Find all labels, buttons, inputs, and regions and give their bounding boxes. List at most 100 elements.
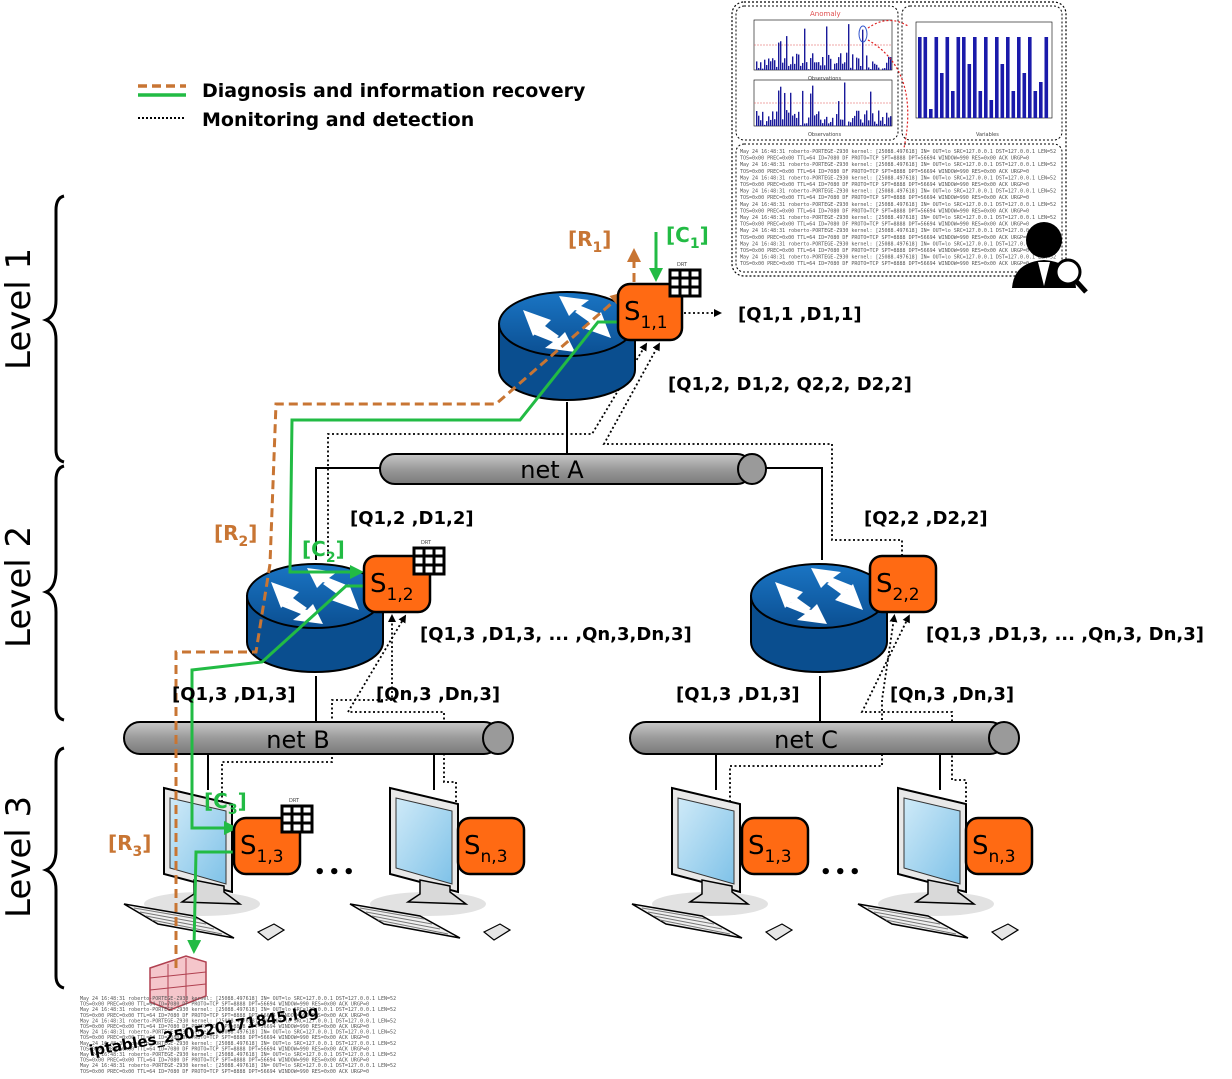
sensor-sn3-net-b[interactable]: Sn,3 [456, 816, 526, 876]
contribution-bar [1006, 37, 1010, 118]
trace-bar [874, 121, 876, 126]
contribution-bar [962, 37, 966, 118]
trace-bar [798, 54, 800, 70]
trace-bar [778, 90, 780, 126]
contribution-bar [1028, 37, 1032, 118]
contribution-bar [984, 37, 988, 118]
trace-bar [836, 114, 838, 126]
sensor-s11[interactable]: S1,1 [616, 282, 684, 342]
svg-text:Sn,3: Sn,3 [972, 831, 1016, 867]
trace-bar [812, 53, 814, 70]
legend-diagnosis-label: Diagnosis and information recovery [202, 80, 586, 102]
trace-bar [872, 61, 874, 70]
trace-bar [878, 67, 880, 70]
trace-bar [890, 57, 892, 70]
diagnosis-bar-chart [915, 21, 1053, 119]
trace-bar [844, 82, 846, 126]
analyst-icon [1012, 222, 1088, 294]
log-line: TOS=0x00 PREC=0x00 TTL=64 ID=7080 DF PRO… [740, 182, 1029, 188]
trace-bar [780, 86, 782, 126]
sensor-s13-net-c[interactable]: S1,3 [740, 816, 810, 876]
trace-bar [876, 123, 878, 126]
trace-bar [876, 64, 878, 70]
stats-label-q22: [Q2,2 ,D2,2] [864, 508, 988, 529]
trace-bar [790, 64, 792, 70]
trace-bar [782, 119, 784, 126]
trace-bar [812, 85, 814, 126]
trace-bar [796, 117, 798, 126]
trace-bar [888, 56, 890, 70]
trace-bar [802, 90, 804, 126]
net-c: net C [629, 721, 1020, 755]
trace-bar [774, 60, 776, 70]
contribution-bar [929, 109, 933, 118]
trace-bar [758, 115, 760, 126]
trace-bar [772, 111, 774, 126]
control-chart-q [753, 79, 893, 127]
trace-bar [828, 123, 830, 126]
stats-label-level1-input: [Q1,2, D1,2, Q2,2, D2,2] [668, 374, 912, 395]
trace-bar [880, 120, 882, 126]
svg-text:Sn,3: Sn,3 [464, 831, 508, 867]
trace-bar [816, 62, 818, 70]
log-line: TOS=0x00 PREC=0x00 TTL=64 ID=7080 DF PRO… [80, 1013, 369, 1019]
log-line: TOS=0x00 PREC=0x00 TTL=64 ID=7080 DF PRO… [80, 1002, 369, 1008]
svg-text:S2,2: S2,2 [876, 569, 920, 605]
trace-bar [792, 56, 794, 70]
trace-bar [832, 117, 834, 126]
control-charts-box [735, 5, 899, 141]
log-line: May 24 16:48:31 roberto-PORTEGE-Z930 ker… [80, 996, 396, 1002]
trace-bar [826, 116, 828, 126]
log-line: May 24 16:48:31 roberto-PORTEGE-Z930 ker… [740, 255, 1056, 261]
trace-bar [808, 69, 810, 70]
log-line: TOS=0x00 PREC=0x00 TTL=64 ID=7080 DF PRO… [740, 261, 1029, 267]
contribution-bar [1011, 91, 1016, 118]
trace-bar [888, 117, 890, 126]
level-1-label: Level 1 [0, 248, 39, 370]
log-line: May 24 16:48:31 roberto-PORTEGE-Z930 ker… [740, 149, 1056, 155]
sensor-sn3-net-c[interactable]: Sn,3 [964, 816, 1034, 876]
ellipsis-net-c: ••• [820, 862, 864, 883]
trace-bar [784, 92, 786, 126]
log-line: TOS=0x00 PREC=0x00 TTL=64 ID=7080 DF PRO… [80, 1035, 369, 1041]
anomaly-label: Anomaly [810, 10, 841, 18]
trace-bar [762, 68, 764, 70]
trace-bar [756, 111, 758, 126]
analysis-panel: Anomaly Observations Observations Variab… [731, 1, 1067, 277]
diagnosis-request-paths [174, 248, 641, 968]
log-line: May 24 16:48:31 roberto-PORTEGE-Z930 ker… [80, 1052, 396, 1058]
wired-links [207, 402, 941, 790]
log-line: May 24 16:48:31 roberto-PORTEGE-Z930 ker… [740, 175, 1056, 181]
trace-bar [760, 120, 762, 126]
trace-bar [824, 119, 826, 126]
trace-bar [758, 67, 760, 70]
drt-table-s12: DRT [412, 540, 446, 576]
contribution-bar [995, 37, 999, 118]
level-1-brace [41, 194, 65, 464]
stats-label-qn3-net-b: [Qn,3 ,Dn,3] [376, 684, 500, 705]
svg-text:S1,3: S1,3 [240, 831, 284, 867]
trace-bar [808, 117, 810, 126]
trace-bar [780, 41, 782, 70]
trace-bar [852, 54, 854, 70]
log-line: TOS=0x00 PREC=0x00 TTL=64 ID=7080 DF PRO… [740, 235, 1029, 241]
level-2-label: Level 2 [0, 526, 39, 648]
log-line: TOS=0x00 PREC=0x00 TTL=64 ID=7080 DF PRO… [740, 222, 1029, 228]
trace-bar [794, 113, 796, 126]
trace-bar [856, 57, 858, 70]
trace-bar [824, 65, 826, 70]
trace-bar [830, 58, 832, 70]
sensor-s22[interactable]: S2,2 [868, 554, 938, 614]
trace-bar [848, 121, 850, 126]
trace-bar [860, 119, 862, 126]
trace-bar [762, 111, 764, 126]
trace-bar [856, 110, 858, 126]
trace-bar [864, 114, 866, 126]
contribution-bar [978, 91, 983, 118]
trace-bar [804, 28, 806, 71]
trace-bar [882, 68, 884, 70]
log-line: May 24 16:48:31 roberto-PORTEGE-Z930 ker… [80, 1041, 396, 1047]
router-level2-right [750, 563, 888, 673]
command-c1-label: [C1] [666, 223, 709, 252]
trace-bar [820, 65, 822, 70]
